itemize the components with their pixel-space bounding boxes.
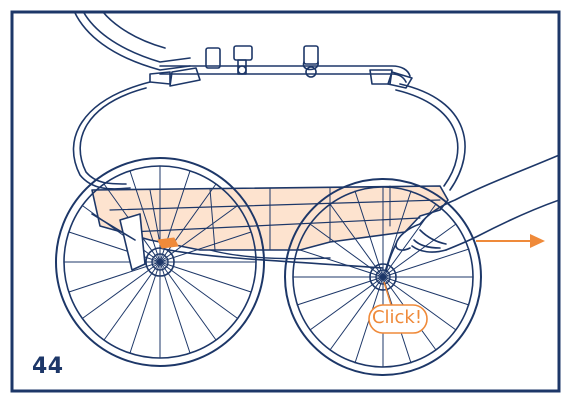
click-label: Click! xyxy=(367,307,427,328)
step-number: 44 xyxy=(32,354,64,379)
front-wheel xyxy=(285,179,481,375)
latch-highlight xyxy=(158,238,178,248)
